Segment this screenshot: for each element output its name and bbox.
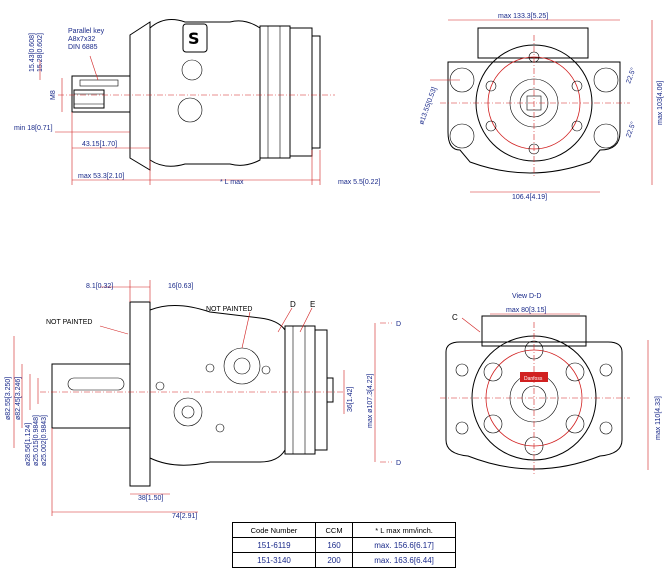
table-header-code: Code Number	[232, 522, 316, 538]
dim-8-1: 8.1[0.32]	[86, 283, 113, 290]
dim-82-55: ø82.55[3.250]	[5, 377, 12, 420]
view-dd	[440, 313, 649, 474]
label-c: C	[452, 313, 458, 322]
dim-74: 74[2.91]	[172, 513, 197, 520]
table-cell-lmax: max. 163.6[6.44]	[352, 552, 456, 568]
table-header-lmax: * L max mm/inch.	[352, 522, 456, 538]
table-cell-lmax: max. 156.6[6.17]	[352, 537, 456, 553]
label-d: D	[290, 300, 296, 309]
table-header-row: Code Number CCM * L max mm/inch.	[232, 522, 456, 538]
dim-lmax: * L max	[220, 179, 244, 186]
dim-min18: min 18[0.71]	[14, 125, 53, 132]
dim-28: ø28.56[1.124]	[25, 423, 32, 466]
side-view-bottom	[13, 280, 392, 516]
section-d-bottom: D	[396, 460, 401, 467]
dim-max53: max 53.3[2.10]	[78, 173, 124, 180]
label-e: E	[310, 300, 315, 309]
dim-angle-2: 22.5°	[624, 120, 637, 138]
dim-dd-height: max 110[4.33]	[655, 396, 662, 440]
table-cell-ccm: 200	[314, 552, 354, 568]
dim-front-dia: ø13.55[0.53]	[418, 86, 438, 125]
key-note-line-3: DIN 6885	[68, 44, 98, 51]
dim-angle-1: 22.5°	[624, 66, 637, 84]
not-painted-label-1: NOT PAINTED	[206, 306, 252, 313]
key-note-line-2: A8x7x32	[68, 36, 95, 43]
table-row: 151-6119 160 max. 156.6[6.17]	[232, 537, 456, 553]
dim-front-width: max 133.3[5.25]	[498, 13, 548, 20]
dim-43: 43.15[1.70]	[82, 141, 117, 148]
section-d-top: D	[396, 321, 401, 328]
dim-top-2: 15.28[0.602]	[37, 33, 44, 72]
table-cell-code: 151-3140	[232, 552, 316, 568]
key-note-line-1: Parallel key	[68, 28, 105, 35]
dim-max5: max 5.5[0.22]	[338, 179, 380, 186]
table-row: 151-3140 200 max. 163.6[6.44]	[232, 552, 456, 568]
danfoss-logo-text: Danfoss	[524, 376, 543, 382]
dim-front-bottom: 106.4[4.19]	[512, 194, 547, 201]
dim-25-002: ø25.002[0.9843]	[41, 415, 48, 466]
dim-38: 38[1.50]	[138, 495, 163, 502]
view-dd-title: View D-D	[512, 293, 541, 300]
dim-front-height: max 103[4.06]	[657, 81, 664, 125]
front-view-top	[430, 19, 653, 193]
dim-m8: M8	[50, 90, 57, 100]
dim-25-015: ø25.015[0.9848]	[33, 415, 40, 466]
code-table: Code Number CCM * L max mm/inch. 151-611…	[232, 522, 456, 568]
svg-text:S: S	[188, 29, 200, 48]
table-cell-code: 151-6119	[232, 537, 316, 553]
dim-16: 16[0.63]	[168, 283, 193, 290]
table-cell-ccm: 160	[314, 537, 354, 553]
dim-36: 36[1.42]	[347, 387, 354, 412]
dim-107: max ø107.3[4.22]	[367, 373, 374, 428]
not-painted-label-2: NOT PAINTED	[46, 319, 92, 326]
side-view-top: S	[39, 19, 335, 185]
table-header-ccm: CCM	[314, 522, 354, 538]
dim-82-45: ø82.45[3.246]	[15, 377, 22, 420]
dim-top-1: 15.43[0.608]	[29, 33, 36, 72]
dim-dd-width: max 80[3.15]	[506, 307, 547, 314]
